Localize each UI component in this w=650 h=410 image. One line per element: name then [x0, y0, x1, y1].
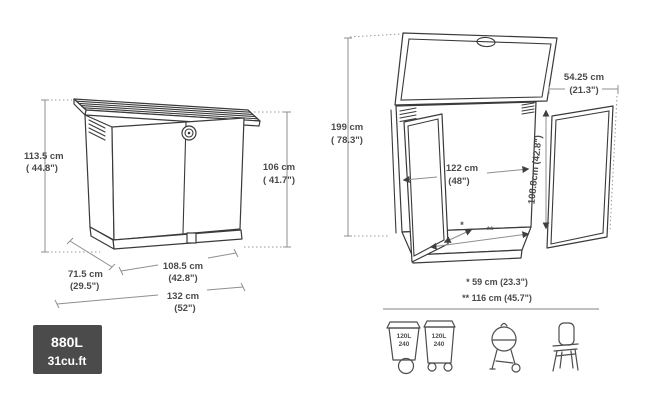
capacity-liters: 880L [51, 334, 83, 350]
stacked-chairs-icon [552, 322, 579, 372]
depth-cm: 71.5 cm [68, 269, 103, 280]
height-total-in: ( 44.8") [26, 163, 58, 174]
bin1-label-top: 120L [397, 333, 412, 340]
capacity-badge: 880L 31cu.ft [33, 325, 102, 374]
floor-marker-double: ** [486, 225, 494, 235]
closed-unit-drawing [73, 98, 261, 250]
bin1-label-bottom: 240 [399, 341, 410, 348]
closed-unit-dimensions: 113.5 cm ( 44.8") 106 cm ( 41.7") 71.5 c… [24, 99, 295, 314]
interior-vent-right-icon [521, 102, 535, 115]
bin2-label-bottom: 240 [434, 341, 445, 348]
open-unit-drawing [390, 32, 614, 264]
interior-vent-left-icon [399, 107, 417, 123]
height-front-in: ( 41.7") [263, 175, 295, 186]
lock-icon [181, 125, 197, 141]
height-front-cm: 106 cm [263, 162, 295, 173]
door-panel-width-in: (21.3") [569, 85, 598, 96]
interior-width-cm: 122 cm [446, 163, 478, 174]
open-lid [394, 32, 558, 106]
wheelie-bin-large-icon: 120L 240 [423, 320, 456, 372]
door-panel-width-cm: 54.25 cm [564, 72, 604, 83]
fits-items-icons: 120L 240 120L 240 [386, 320, 579, 375]
footnote-double-star: ** 116 cm (45.7") [462, 293, 532, 303]
bin2-label-top: 120L [432, 333, 447, 340]
floor-marker-single: * [460, 220, 464, 230]
open-height-cm: 199 cm [331, 122, 363, 133]
width-doors-cm: 108.5 cm [163, 261, 203, 272]
foot-latch [186, 232, 197, 244]
side-vent-icon [88, 119, 106, 141]
capacity-cubic-feet: 31cu.ft [48, 354, 87, 368]
width-total-cm: 132 cm [167, 291, 199, 302]
open-height-in: ( 78.3") [331, 135, 363, 146]
width-total-in: (52") [174, 303, 195, 314]
footnote-single-star: * 59 cm (23.3") [466, 277, 528, 287]
depth-in: (29.5") [70, 281, 99, 292]
open-unit-dimensions: 199 cm ( 78.3") 54.25 cm (21.3") 122 cm … [331, 33, 619, 303]
interior-width-in: (48") [448, 176, 469, 187]
front-doors [111, 117, 245, 241]
bbq-grill-icon [489, 322, 521, 373]
lid-handle-icon [476, 36, 496, 48]
base-side [89, 226, 115, 250]
wheelie-bin-small-icon: 120L 240 [386, 321, 421, 375]
width-doors-in: (42.8") [168, 273, 197, 284]
height-total-cm: 113.5 cm [24, 151, 64, 162]
